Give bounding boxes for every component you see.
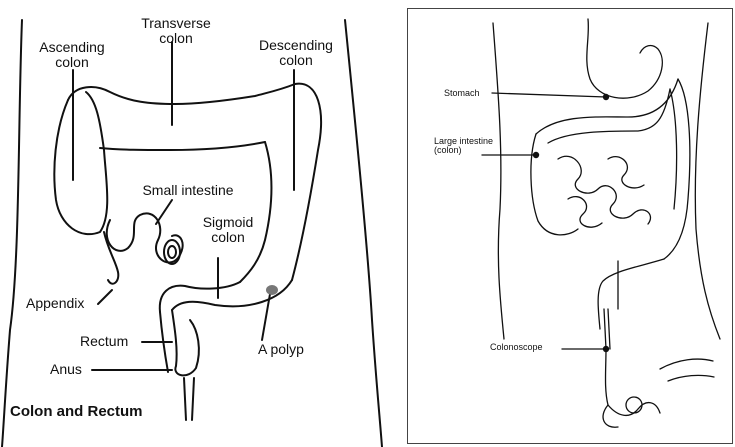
label-transverse-colon: Transverse colon [126, 16, 226, 45]
label-sigmoid-colon: Sigmoid colon [188, 215, 268, 244]
stomach [587, 19, 663, 98]
large-intestine [531, 134, 578, 235]
label-appendix: Appendix [26, 296, 84, 311]
label-colonoscope: Colonoscope [490, 343, 543, 352]
rectum [172, 310, 199, 375]
label-polyp: A polyp [258, 342, 304, 357]
label-rectum: Rectum [80, 334, 128, 349]
small-intestine [558, 156, 650, 224]
label-anus: Anus [50, 362, 82, 377]
ascending-colon [54, 92, 107, 234]
appendix [104, 232, 118, 284]
torso-outline-right [345, 20, 382, 447]
colon-rectum-diagram: Ascending colon Transverse colon Descend… [0, 0, 400, 447]
descending-colon [292, 84, 321, 280]
label-stomach: Stomach [444, 89, 480, 98]
colonoscope-tube [604, 309, 608, 405]
colonoscopy-illustration [408, 9, 733, 444]
polyp [266, 285, 278, 295]
torso-outline-right [695, 23, 720, 339]
torso-outline-left [2, 20, 22, 447]
diagram-caption: Colon and Rectum [10, 404, 143, 420]
torso-outline-left [493, 23, 504, 339]
colonoscopy-diagram: Stomach Large intestine (colon) Colonosc… [407, 8, 733, 444]
label-descending-colon: Descending colon [246, 38, 346, 67]
transverse-colon [68, 84, 295, 104]
label-small-intestine: Small intestine [128, 183, 248, 198]
label-large-intestine: Large intestine (colon) [434, 137, 493, 156]
label-ascending-colon: Ascending colon [30, 40, 114, 69]
small-intestine [107, 213, 183, 262]
anus [184, 378, 194, 420]
